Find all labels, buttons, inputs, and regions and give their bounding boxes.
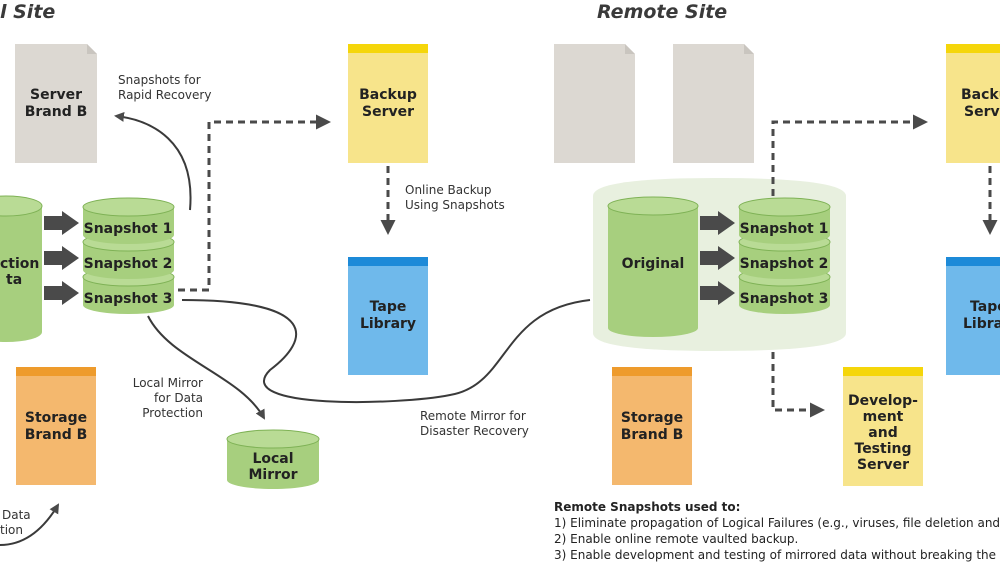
remote-storage-brand-b-label-2: Brand B [621,427,684,443]
dev-server-label-4: Testing [855,441,912,457]
dev-testing-server-box: Develop- ment and Testing Server [843,367,923,486]
note-local-mirror-1: Local Mirror [133,376,203,390]
remote-backup-server-box: Backu Serve [946,44,1000,163]
dev-server-label-2: ment [863,409,904,425]
arrow-orig-snap3 [700,281,735,305]
remote-server-2-box [673,44,754,163]
dev-server-label-1: Develop- [848,393,918,409]
dashed-arrow-to-dev [771,352,825,418]
remote-tape-library-box: Tape Librar [946,257,1000,375]
local-site-title: l Site [0,1,55,23]
dev-server-label-3: and [868,425,897,441]
note-remote-mirror-1: Remote Mirror for [420,409,526,423]
snapshot-arrows [44,211,735,305]
storage-brand-b-label-1: Storage [25,410,87,426]
note-local-mirror-3: Protection [142,406,203,420]
dashed-arrow-to-backup [178,114,331,292]
original-label: Original [622,256,685,272]
remote-snapshot-3-label: Snapshot 3 [740,291,829,307]
backup-server-label-1: Backup [359,87,417,103]
snapshot-3-label: Snapshot 3 [84,291,173,307]
remote-site-title: Remote Site [597,1,727,23]
remote-snapshot-2-label: Snapshot 2 [740,256,829,272]
curve-local-mirror [147,315,265,420]
remote-tape-library-label-2: Librar [963,316,1000,332]
dashed-arrow-remote-to-backup [771,114,928,196]
remote-snapshot-1-label: Snapshot 1 [740,221,829,237]
remote-snapshots-item-2: 2) Enable online remote vaulted backup. [554,532,798,546]
curve-snapshot-recovery [114,111,192,211]
local-mirror-cylinder: Local Mirror [226,429,320,489]
remote-storage-brand-b-box: Storage Brand B [612,367,692,485]
snapshot-2-label: Snapshot 2 [84,256,173,272]
remote-snapshot-stack: Snapshot 1 Snapshot 2 Snapshot 3 [738,197,831,314]
local-mirror-label-2: Mirror [248,467,297,483]
arrow-orig-snap1 [700,211,735,235]
server-brand-b-label-2: Brand B [25,104,88,120]
storage-brand-b-box: Storage Brand B [16,367,96,485]
snapshot-1-label: Snapshot 1 [84,221,173,237]
arrow-prod-snap1 [44,211,79,235]
remote-snapshots-item-1: 1) Eliminate propagation of Logical Fail… [554,516,1000,530]
arrow-prod-snap2 [44,246,79,270]
note-online-backup-1: Online Backup [405,183,492,197]
server-brand-b-box: Server Brand B [15,44,97,163]
remote-snapshots-title: Remote Snapshots used to: [554,500,740,514]
production-data-cylinder: ction ta [0,195,43,342]
note-bottom-left-1: Data [2,508,31,522]
remote-snapshots-item-3: 3) Enable development and testing of mir… [554,548,1000,562]
note-online-backup-2: Using Snapshots [405,198,505,212]
remote-backup-server-label-2: Serve [964,104,1000,120]
note-snapshots-rapid-recovery-2: Rapid Recovery [118,88,211,102]
remote-server-1-box [554,44,635,163]
snapshot-stack: Snapshot 1 Snapshot 2 Snapshot 3 [82,197,175,314]
remote-backup-server-label-1: Backu [961,87,1000,103]
remote-tape-library-label-1: Tape [970,299,1000,315]
local-mirror-label-1: Local [252,451,293,467]
dev-server-label-5: Server [857,457,909,473]
tape-library-label-1: Tape [370,299,407,315]
remote-storage-brand-b-label-1: Storage [621,410,683,426]
tape-library-box: Tape Library [348,257,428,375]
arrow-prod-snap3 [44,281,79,305]
backup-server-box: Backup Server [348,44,428,163]
production-data-label-1: ction [0,256,39,272]
production-data-label-2: ta [6,272,22,288]
curve-bottom-left [0,503,60,546]
backup-server-label-2: Server [362,104,414,120]
note-snapshots-rapid-recovery-1: Snapshots for [118,73,201,87]
arrow-orig-snap2 [700,246,735,270]
note-bottom-left-2: tion [0,523,23,537]
storage-brand-b-label-2: Brand B [25,427,88,443]
original-cylinder: Original [607,196,699,337]
note-local-mirror-2: for Data [154,391,203,405]
tape-library-label-2: Library [360,316,416,332]
note-remote-mirror-2: Disaster Recovery [420,424,529,438]
server-brand-b-label-1: Server [30,87,82,103]
curve-remote-mirror [181,299,591,404]
